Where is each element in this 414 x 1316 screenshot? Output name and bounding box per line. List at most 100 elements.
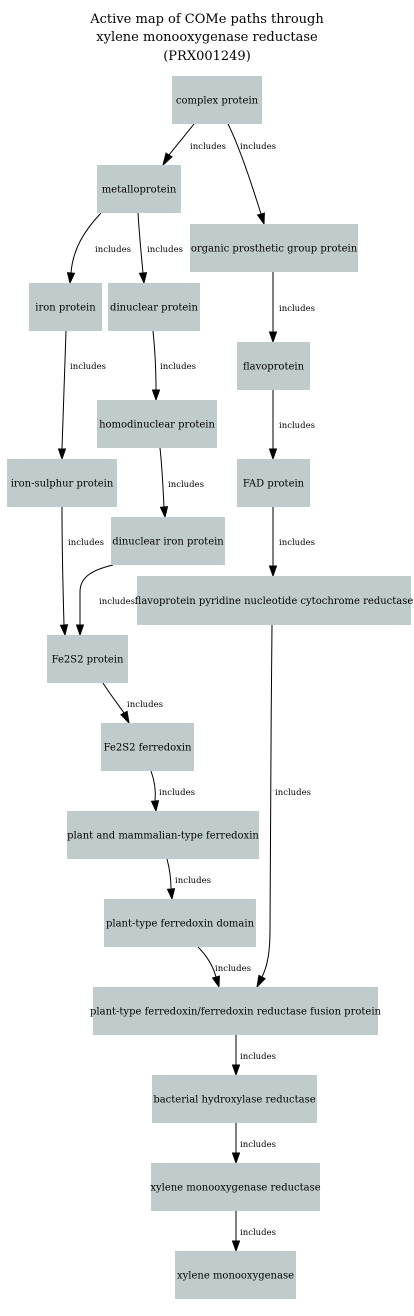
edge-fusion_protein-to-bacterial_hydroxylase: includes — [231, 1035, 276, 1077]
node-xylene-mono[interactable]: xylene monooxygenase — [175, 1251, 296, 1299]
edge-line — [197, 946, 217, 978]
arrowhead-icon — [159, 506, 169, 519]
node-box — [104, 899, 256, 947]
arrowhead-icon — [268, 331, 278, 344]
edge-plant_type_domain-to-fusion_protein: includes — [197, 946, 251, 989]
node-iron-protein[interactable]: iron protein — [29, 283, 102, 331]
node-label: flavoprotein pyridine nucleotide cytochr… — [135, 596, 414, 607]
edge-line — [61, 330, 67, 450]
edge-label: includes — [147, 245, 183, 255]
node-iron-sulphur-protein[interactable]: iron-sulphur protein — [7, 459, 117, 507]
node-label: organic prosthetic group protein — [191, 244, 358, 255]
arrowhead-icon — [59, 624, 69, 637]
node-box — [190, 224, 358, 272]
node-label: iron-sulphur protein — [11, 479, 114, 490]
edge-label: includes — [127, 700, 163, 710]
node-dinuclear-protein[interactable]: dinuclear protein — [108, 283, 200, 331]
edge-label: includes — [240, 1228, 276, 1238]
node-label: FAD protein — [243, 479, 305, 490]
node-label: plant and mammalian-type ferredoxin — [67, 831, 259, 842]
edge-label: includes — [168, 480, 204, 490]
node-label: flavoprotein — [243, 362, 305, 373]
node-label: dinuclear protein — [110, 303, 198, 314]
node-box — [47, 635, 128, 683]
edge-label: includes — [175, 876, 211, 886]
title-line-3: (PRX001249) — [163, 49, 251, 64]
arrowhead-icon — [256, 974, 266, 989]
node-box — [93, 987, 378, 1035]
edge-xylene_mono_reductase-to-xylene_mono: includes — [231, 1211, 276, 1253]
edge-line — [159, 447, 165, 508]
edge-label: includes — [99, 597, 135, 607]
edge-fad_protein-to-flavoprotein_pyridine: includes — [268, 507, 315, 578]
node-complex-protein[interactable]: complex protein — [172, 76, 262, 124]
arrowhead-icon — [231, 1064, 241, 1077]
edge-label: includes — [240, 142, 276, 152]
edge-bacterial_hydroxylase-to-xylene_mono_reductase: includes — [231, 1123, 276, 1165]
node-box — [175, 1251, 296, 1299]
title-line-2: xylene monooxygenase reductase — [96, 30, 318, 45]
edge-label: includes — [68, 538, 104, 548]
edge-label: includes — [279, 538, 315, 548]
node-box — [111, 517, 225, 565]
node-box — [29, 283, 102, 331]
arrowhead-icon — [66, 272, 76, 285]
edge-label: includes — [275, 788, 311, 798]
edge-plant_mammalian_ferredoxin-to-plant_type_domain: includes — [166, 858, 211, 901]
node-label: homodinuclear protein — [99, 420, 215, 431]
edge-line — [137, 212, 144, 274]
arrowhead-icon — [151, 389, 161, 402]
edge-line — [152, 330, 157, 391]
node-box — [237, 342, 310, 390]
edge-fe2s2_ferredoxin-to-plant_mammalian_ferredoxin: includes — [150, 770, 195, 813]
node-bacterial-hydroxylase[interactable]: bacterial hydroxylase reductase — [152, 1075, 317, 1123]
edge-line — [150, 770, 156, 802]
node-label: Fe2S2 ferredoxin — [104, 743, 192, 754]
edge-homodinuclear_protein-to-dinuclear_iron_protein: includes — [159, 447, 204, 519]
arrowhead-icon — [120, 710, 130, 725]
node-box — [152, 1075, 317, 1123]
node-plant-type-domain[interactable]: plant-type ferredoxin domain — [104, 899, 256, 947]
edge-line — [61, 506, 65, 626]
arrowhead-icon — [268, 565, 278, 578]
arrowhead-icon — [256, 212, 265, 226]
node-plant-mammalian-ferredoxin[interactable]: plant and mammalian-type ferredoxin — [67, 811, 259, 859]
node-fe2s2-ferredoxin[interactable]: Fe2S2 ferredoxin — [101, 723, 194, 771]
node-box — [151, 1163, 320, 1211]
node-homodinuclear-protein[interactable]: homodinuclear protein — [97, 400, 217, 448]
node-label: xylene monooxygenase — [177, 1271, 294, 1282]
node-box — [97, 400, 217, 448]
node-dinuclear-iron-protein[interactable]: dinuclear iron protein — [111, 517, 225, 565]
edge-fe2s2_protein-to-fe2s2_ferredoxin: includes — [102, 682, 163, 725]
arrowhead-icon — [162, 152, 173, 167]
edge-label: includes — [240, 1052, 276, 1062]
arrowhead-icon — [211, 975, 220, 989]
node-fad-protein[interactable]: FAD protein — [237, 459, 310, 507]
edge-line — [261, 624, 273, 978]
node-fe2s2-protein[interactable]: Fe2S2 protein — [47, 635, 128, 683]
arrowhead-icon — [166, 888, 176, 901]
node-organic-prosthetic[interactable]: organic prosthetic group protein — [190, 224, 358, 272]
node-fusion-protein[interactable]: plant-type ferredoxin/ferredoxin reducta… — [90, 987, 382, 1035]
edges-layer: includes includes includes includes includes… — [57, 123, 315, 1253]
node-box — [108, 283, 200, 331]
edge-label: includes — [279, 304, 315, 314]
edge-label: includes — [159, 788, 195, 798]
arrowhead-icon — [231, 1152, 241, 1165]
node-metalloprotein[interactable]: metalloprotein — [97, 165, 181, 213]
edge-iron_protein-to-iron_sulphur_protein: includes — [57, 330, 106, 461]
edge-complex_protein-to-organic_prosthetic: includes — [227, 123, 276, 226]
node-label: xylene monooxygenase reductase — [150, 1183, 320, 1194]
node-flavoprotein-pyridine[interactable]: flavoprotein pyridine nucleotide cytochr… — [135, 576, 414, 625]
edge-line — [102, 682, 125, 714]
node-box — [7, 459, 117, 507]
node-xylene-mono-reductase[interactable]: xylene monooxygenase reductase — [150, 1163, 321, 1211]
node-box — [137, 576, 411, 625]
node-label: plant-type ferredoxin domain — [106, 919, 255, 930]
node-flavoprotein[interactable]: flavoprotein — [237, 342, 310, 390]
edge-organic_prosthetic-to-flavoprotein: includes — [268, 272, 315, 344]
arrowhead-icon — [75, 624, 85, 637]
edge-metalloprotein-to-iron_protein: includes — [66, 212, 131, 285]
edge-flavoprotein-to-fad_protein: includes — [268, 390, 315, 461]
edge-label: includes — [279, 421, 315, 431]
